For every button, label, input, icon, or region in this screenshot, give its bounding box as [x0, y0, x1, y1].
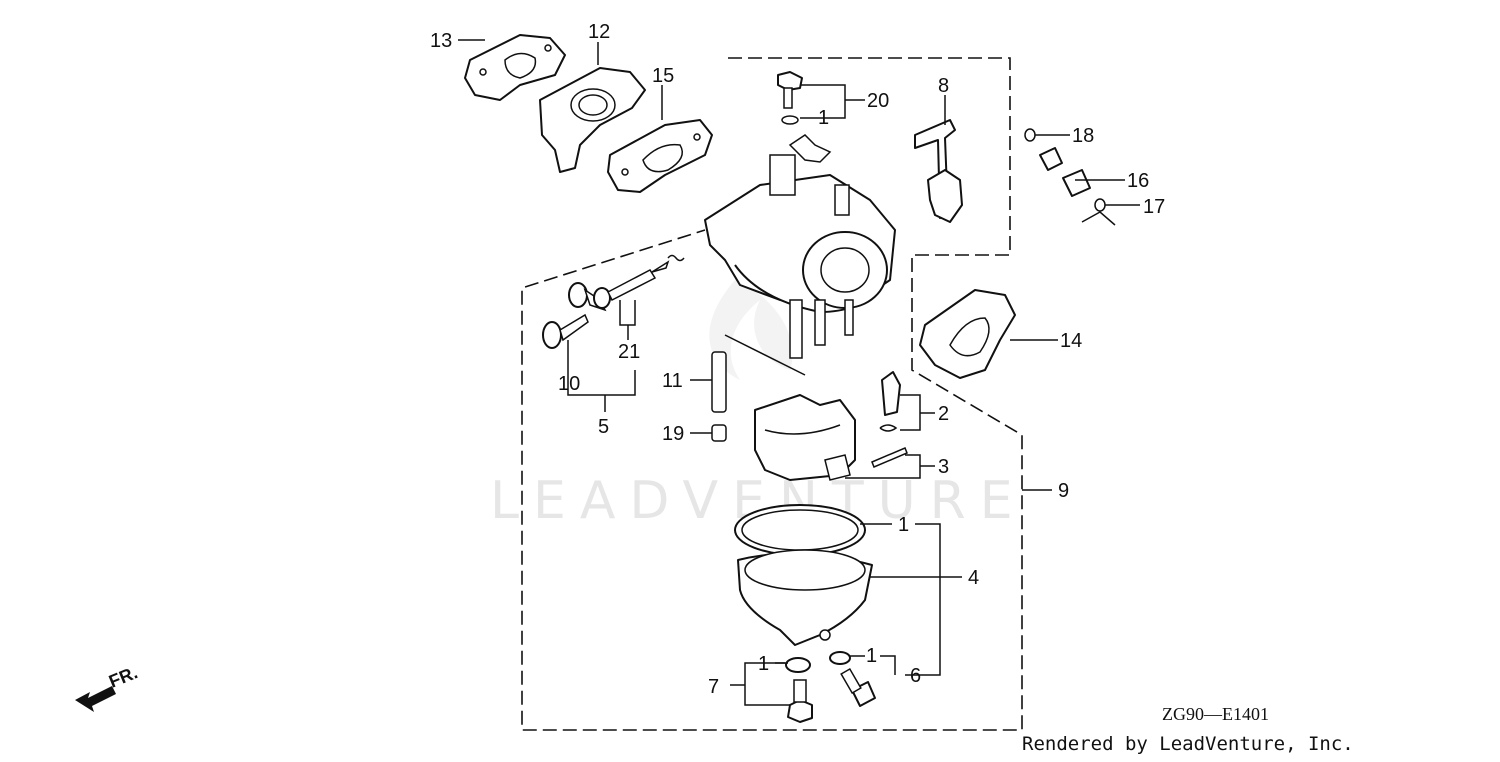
front-direction-label: FR. — [106, 662, 140, 691]
callout-12: 12 — [588, 21, 610, 43]
front-direction-arrow — [75, 686, 116, 712]
bolt-6 — [840, 667, 876, 707]
callout-21: 21 — [618, 341, 640, 363]
gasket-14 — [919, 289, 1016, 379]
callout-11: 11 — [662, 370, 683, 392]
float — [754, 394, 856, 481]
callout-16: 16 — [1127, 170, 1149, 192]
nozzle-11 — [711, 351, 727, 413]
callout-15: 15 — [652, 65, 674, 87]
callout-1-gasket: 1 — [898, 514, 909, 536]
callout-20: 20 — [867, 90, 889, 112]
callout-1-washer-right: 1 — [866, 645, 877, 667]
gasket-15 — [607, 119, 713, 193]
diagram-code: ZG90—E1401 — [1162, 704, 1269, 724]
callout-19: 19 — [662, 423, 684, 445]
assembly-boundary — [521, 57, 1023, 731]
screw-set-5 — [542, 254, 685, 349]
leader-lines — [458, 39, 1140, 706]
callout-13: 13 — [430, 30, 452, 52]
screw-20 — [777, 71, 803, 125]
float-valve-2 — [879, 371, 901, 432]
choke-shaft-8 — [914, 119, 963, 223]
callout-1-washer-left: 1 — [758, 653, 769, 675]
callout-10: 10 — [558, 373, 580, 395]
callout-9: 9 — [1058, 480, 1069, 502]
bolt-7 — [787, 679, 813, 723]
gasket-13 — [464, 34, 566, 101]
spring-clips-16-18 — [1024, 128, 1116, 226]
callout-7: 7 — [708, 676, 719, 698]
callout-6: 6 — [910, 665, 921, 687]
callout-2: 2 — [938, 403, 949, 425]
main-jet-19 — [711, 424, 727, 442]
callout-5: 5 — [598, 416, 609, 438]
callout-18: 18 — [1072, 125, 1094, 147]
washer-1b — [829, 651, 851, 665]
callout-3: 3 — [938, 456, 949, 478]
callout-14: 14 — [1060, 330, 1082, 352]
washer-1 — [785, 657, 811, 673]
callout-17: 17 — [1143, 196, 1165, 218]
callout-1-top: 1 — [818, 107, 829, 129]
callout-8: 8 — [938, 75, 949, 97]
callout-4: 4 — [968, 567, 979, 589]
carburetor-body — [704, 134, 896, 359]
float-chamber-4 — [734, 504, 873, 646]
float-pin-3 — [871, 447, 908, 468]
watermark-logo — [709, 280, 793, 380]
insulator-12 — [539, 67, 646, 173]
credit-text: Rendered by LeadVenture, Inc. — [1022, 733, 1354, 755]
